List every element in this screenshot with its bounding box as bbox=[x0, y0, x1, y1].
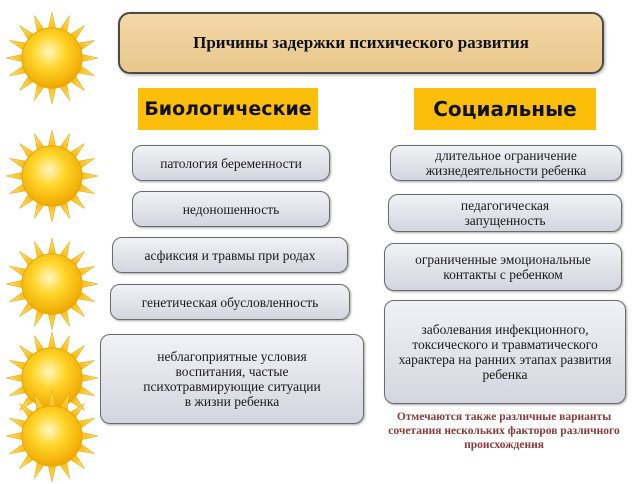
sun-icon bbox=[5, 237, 99, 331]
category-social: Социальные bbox=[414, 88, 596, 130]
category-biological: Биологические bbox=[138, 88, 318, 130]
social-cause-life-restriction: длительное ограничение жизнедеятельности… bbox=[390, 145, 622, 181]
biological-cause-pregnancy: патология беременности bbox=[132, 145, 330, 181]
diagram-title: Причины задержки психического развития bbox=[118, 12, 604, 74]
social-cause-emotional-contacts: ограниченные эмоциональные контакты с ре… bbox=[384, 243, 622, 291]
social-cause-diseases: заболевания инфекционного, токсического … bbox=[384, 300, 626, 404]
biological-cause-upbringing: неблагоприятные условия воспитания, част… bbox=[100, 334, 364, 424]
sun-decoration-column bbox=[0, 0, 100, 483]
sun-icon bbox=[5, 389, 99, 483]
sun-icon bbox=[5, 11, 99, 105]
biological-cause-prematurity: недоношенность bbox=[132, 191, 330, 227]
combination-note: Отмечаются также различные варианты соче… bbox=[388, 411, 620, 451]
biological-cause-asphyxia: асфиксия и травмы при родах bbox=[112, 237, 348, 273]
sun-icon bbox=[5, 129, 99, 223]
biological-cause-genetic: генетическая обусловленность bbox=[110, 284, 350, 320]
social-cause-pedagogical-neglect: педагогическая запущенность bbox=[388, 194, 622, 232]
